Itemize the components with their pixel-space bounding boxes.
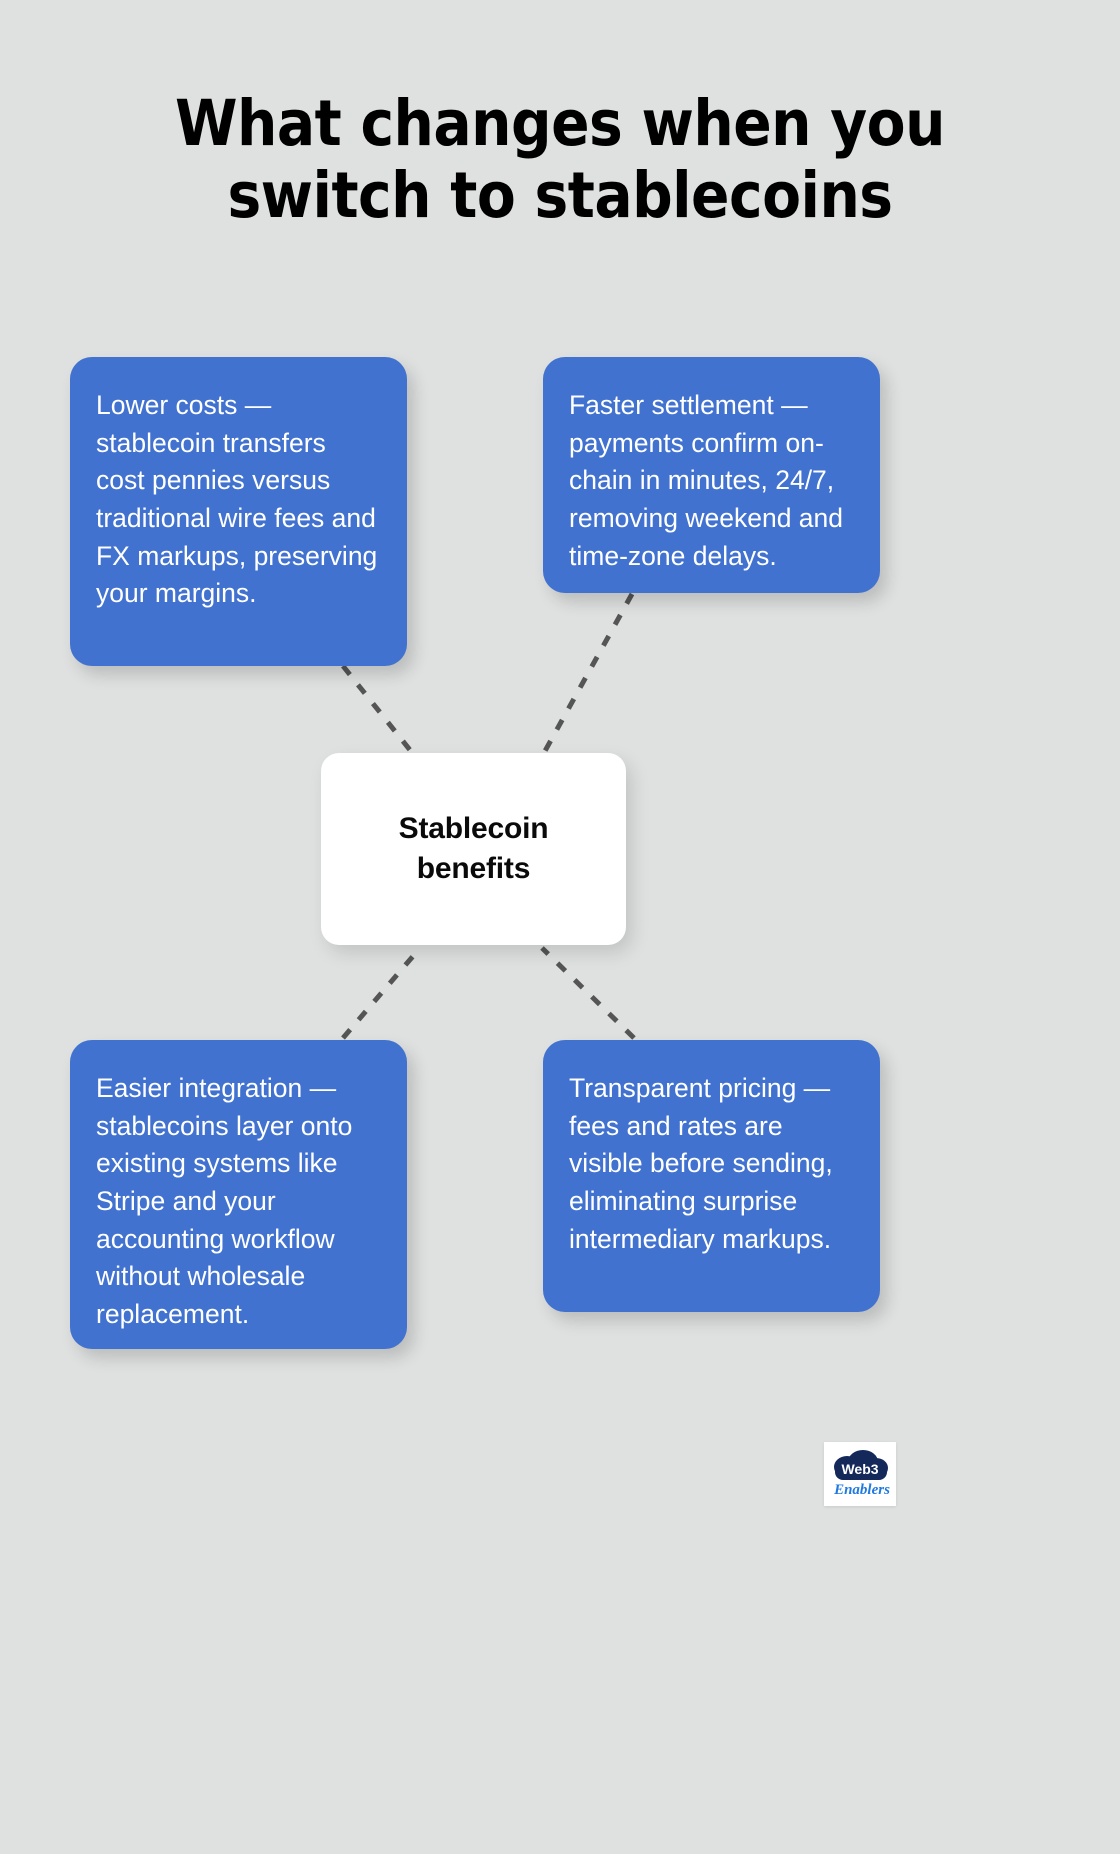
connector-top-right xyxy=(537,592,635,762)
benefit-card-faster-settlement[interactable]: Faster settlement — payments confirm on-… xyxy=(543,357,880,593)
benefit-card-easier-integration[interactable]: Easier integration — stablecoins layer o… xyxy=(70,1040,407,1349)
web3-enablers-logo[interactable]: Web3 Enablers xyxy=(824,1442,896,1506)
logo-mark-icon: Web3 Enablers xyxy=(833,1450,890,1498)
page-title: What changes when you switch to stableco… xyxy=(0,87,1120,233)
benefit-card-text: Easier integration — stablecoins layer o… xyxy=(96,1073,353,1329)
benefit-card-text: Faster settlement — payments confirm on-… xyxy=(569,390,844,571)
connector-bottom-right xyxy=(540,946,636,1040)
connector-bottom-left xyxy=(341,946,422,1040)
benefit-card-transparent-pricing[interactable]: Transparent pricing — fees and rates are… xyxy=(543,1040,880,1312)
logo-script-text: Enablers xyxy=(833,1482,890,1498)
center-node-label: Stablecoin benefits xyxy=(399,809,549,890)
cloud-icon xyxy=(834,1450,888,1480)
benefit-card-text: Lower costs — stablecoin transfers cost … xyxy=(96,390,378,609)
center-node-line-2: benefits xyxy=(416,852,531,885)
center-node-stablecoin-benefits[interactable]: Stablecoin benefits xyxy=(321,753,626,945)
logo-primary-text: Web3 xyxy=(841,1461,878,1477)
page-title-line-1: What changes when you xyxy=(175,87,946,160)
connector-top-left xyxy=(341,664,420,762)
benefit-card-lower-costs[interactable]: Lower costs — stablecoin transfers cost … xyxy=(70,357,407,666)
page-title-line-2: switch to stablecoins xyxy=(227,159,893,233)
center-node-line-1: Stablecoin xyxy=(398,811,549,845)
benefit-card-text: Transparent pricing — fees and rates are… xyxy=(569,1073,833,1254)
